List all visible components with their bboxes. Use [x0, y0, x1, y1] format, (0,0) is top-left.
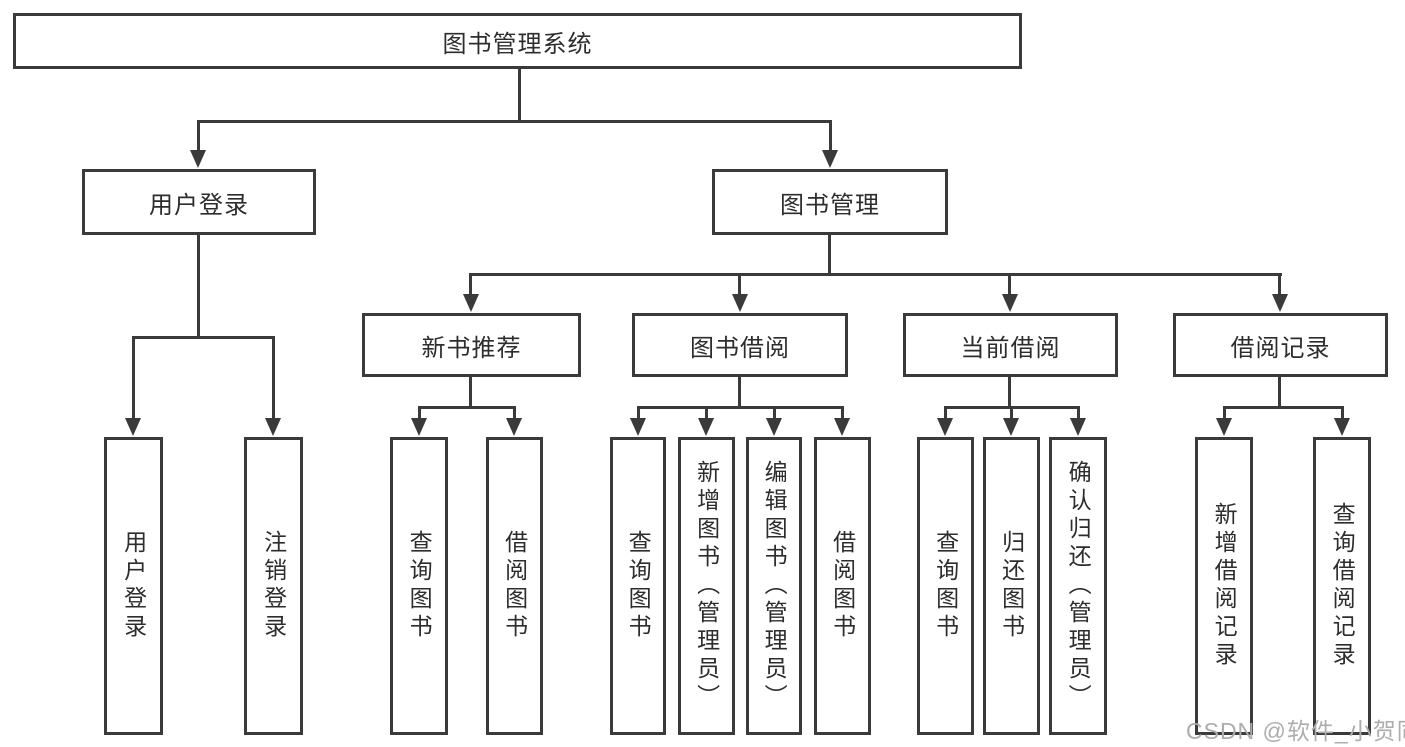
- connector-line: [705, 406, 708, 420]
- node-label: 用户登录: [120, 530, 147, 642]
- node-borrow-records: 借阅记录: [1173, 313, 1388, 377]
- connector-arrowhead: [125, 418, 141, 436]
- node-label: 图书管理: [780, 191, 880, 219]
- connector-line: [1223, 406, 1226, 420]
- leaf-query-books-current: 查询图书: [917, 437, 974, 735]
- leaf-edit-book-admin: 编辑图书（管理员）: [746, 437, 802, 735]
- connector-line: [1077, 406, 1080, 420]
- node-label: 图书借阅: [690, 334, 790, 362]
- connector-arrowhead: [265, 418, 281, 436]
- connector-line: [1008, 376, 1011, 409]
- connector-line: [773, 406, 776, 420]
- node-library-management-system: 图书管理系统: [13, 13, 1022, 69]
- connector-line: [1278, 376, 1281, 409]
- node-label: 图书管理系统: [442, 30, 593, 58]
- leaf-add-borrow-record: 新增借阅记录: [1195, 437, 1253, 735]
- node-user-login: 用户登录: [82, 169, 316, 235]
- connector-line: [513, 406, 516, 420]
- node-label: 借阅记录: [1230, 334, 1331, 362]
- connector-arrowhead: [1272, 294, 1288, 312]
- node-label: 查询图书: [406, 530, 433, 642]
- connector-line: [637, 406, 844, 409]
- connector-line: [1010, 406, 1013, 420]
- leaf-query-books-recommend: 查询图书: [390, 437, 448, 735]
- connector-line: [841, 406, 844, 420]
- connector-arrowhead: [630, 418, 646, 436]
- node-label: 新增图书（管理员）: [693, 460, 720, 712]
- connector-arrowhead: [766, 418, 782, 436]
- leaf-query-borrow-record: 查询借阅记录: [1313, 437, 1371, 735]
- connector-arrowhead: [190, 150, 206, 168]
- connector-line: [518, 68, 521, 122]
- connector-arrowhead: [834, 418, 850, 436]
- node-label: 查询借阅记录: [1329, 502, 1356, 670]
- connector-line: [469, 273, 472, 296]
- connector-line: [738, 376, 741, 409]
- connector-line: [197, 234, 200, 339]
- connector-line: [418, 406, 516, 409]
- node-label: 编辑图书（管理员）: [761, 460, 788, 712]
- connector-line: [197, 120, 200, 152]
- connector-line: [1223, 406, 1344, 409]
- connector-line: [469, 376, 472, 409]
- node-label: 新书推荐: [421, 334, 522, 362]
- leaf-user-login: 用户登录: [104, 437, 163, 735]
- connector-line: [944, 406, 947, 420]
- connector-arrowhead: [506, 418, 522, 436]
- leaf-borrow-books-recommend: 借阅图书: [486, 437, 543, 735]
- leaf-query-books-borrow: 查询图书: [610, 437, 666, 735]
- node-label: 用户登录: [149, 191, 249, 219]
- node-label: 注销登录: [260, 530, 287, 642]
- node-label: 借阅图书: [501, 530, 528, 642]
- node-book-management: 图书管理: [712, 169, 948, 235]
- leaf-return-books: 归还图书: [983, 437, 1040, 735]
- connector-line: [1008, 273, 1011, 296]
- connector-arrowhead: [822, 150, 838, 168]
- connector-arrowhead: [411, 418, 427, 436]
- connector-arrowhead: [698, 418, 714, 436]
- connector-arrowhead: [1334, 418, 1350, 436]
- connector-line: [738, 273, 741, 296]
- leaf-logout: 注销登录: [244, 437, 303, 735]
- node-label: 归还图书: [998, 530, 1025, 642]
- connector-line: [1278, 273, 1281, 296]
- node-label: 新增借阅记录: [1211, 502, 1238, 670]
- connector-arrowhead: [463, 294, 479, 312]
- connector-line: [132, 336, 135, 420]
- node-new-book-recommend: 新书推荐: [362, 313, 581, 377]
- node-label: 借阅图书: [829, 530, 856, 642]
- connector-line: [637, 406, 640, 420]
- leaf-confirm-return-admin: 确认归还（管理员）: [1049, 437, 1107, 735]
- connector-arrowhead: [1070, 418, 1086, 436]
- connector-line: [132, 336, 275, 339]
- connector-line: [829, 120, 832, 152]
- node-book-borrow: 图书借阅: [632, 313, 848, 377]
- connector-line: [418, 406, 421, 420]
- connector-line: [1341, 406, 1344, 420]
- leaf-borrow-books: 借阅图书: [814, 437, 871, 735]
- node-label: 确认归还（管理员）: [1065, 460, 1092, 712]
- node-label: 查询图书: [625, 530, 652, 642]
- connector-arrowhead: [1002, 294, 1018, 312]
- connector-line: [197, 120, 832, 123]
- node-current-borrow: 当前借阅: [903, 313, 1118, 377]
- connector-line: [470, 273, 1282, 276]
- connector-line: [828, 234, 831, 276]
- connector-line: [272, 336, 275, 420]
- connector-arrowhead: [1216, 418, 1232, 436]
- connector-arrowhead: [732, 294, 748, 312]
- csdn-watermark: CSDN @软件_小贺同学: [1186, 718, 1405, 744]
- leaf-add-book-admin: 新增图书（管理员）: [678, 437, 735, 735]
- connector-arrowhead: [1003, 418, 1019, 436]
- connector-arrowhead: [937, 418, 953, 436]
- node-label: 当前借阅: [960, 334, 1061, 362]
- node-label: 查询图书: [932, 530, 959, 642]
